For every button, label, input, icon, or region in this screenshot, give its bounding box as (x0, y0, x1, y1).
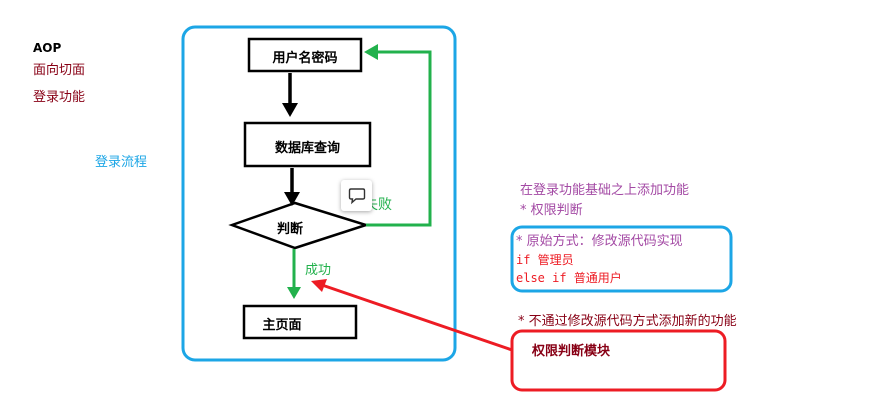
home-page-text: 主页面 (262, 318, 302, 333)
aspect-label: 面向切面 (33, 63, 86, 78)
permission-module-arrow (311, 279, 513, 352)
else-if-user-note: else if 普通用户 (516, 271, 622, 285)
success-arrow (287, 249, 301, 299)
original-method-frame (510, 225, 733, 293)
fail-loop-arrow (364, 44, 432, 227)
aop-label: AOP (33, 41, 62, 55)
permission-module-frame (510, 329, 727, 392)
permission-check-note: * 权限判断 (520, 203, 583, 218)
login-flow-label: 登录流程 (95, 155, 148, 170)
success-label: 成功 (305, 263, 332, 278)
no-modify-note: * 不通过修改源代码方式添加新的功能 (518, 314, 737, 329)
original-method-note: * 原始方式：修改源代码实现 (516, 234, 683, 249)
if-admin-note: if 管理员 (516, 253, 574, 267)
username-password-box (247, 37, 363, 73)
login-feature-label: 登录功能 (33, 90, 86, 105)
home-page-box (242, 304, 358, 340)
username-password-text: 用户名密码 (272, 51, 338, 66)
db-query-box (243, 121, 372, 168)
arrow-db-to-judge (284, 168, 300, 206)
comment-icon[interactable] (341, 180, 372, 211)
db-query-text: 数据库查询 (274, 141, 340, 156)
arrow-username-to-db (282, 73, 298, 117)
login-flow-frame (181, 25, 457, 362)
add-feature-note: 在登录功能基础之上添加功能 (520, 183, 690, 198)
judge-text: 判断 (276, 222, 303, 237)
speech-bubble-icon (348, 187, 365, 204)
permission-module-label: 权限判断模块 (532, 344, 611, 359)
